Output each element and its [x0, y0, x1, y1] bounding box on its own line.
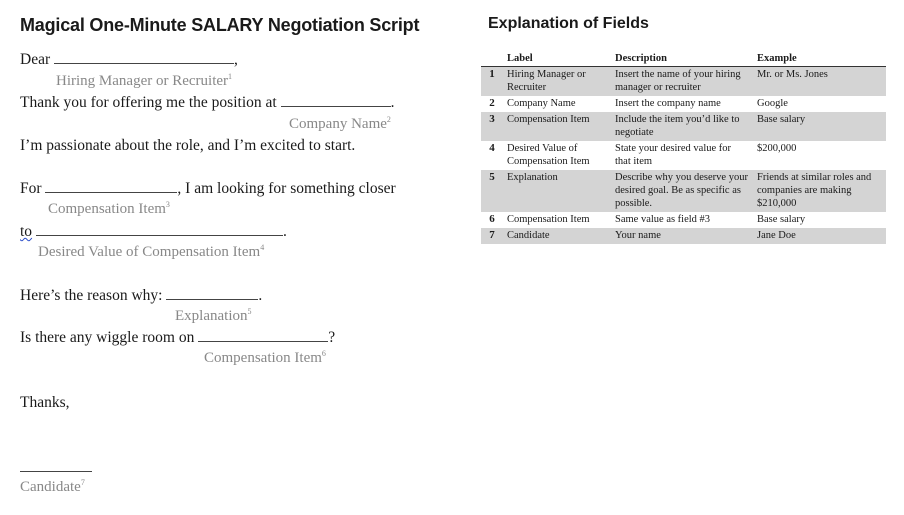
script-title: Magical One-Minute SALARY Negotiation Sc… — [20, 15, 420, 35]
candidate-label: Candidate — [20, 479, 81, 495]
fields-table: Label Description Example 1 Hiring Manag… — [481, 51, 886, 244]
row-description: Same value as field #3 — [615, 214, 711, 225]
row-description: Describe why you deserve your desired go… — [611, 170, 753, 212]
row-label: Hiring Manager or Recruiter — [503, 66, 611, 96]
table-row: 5 Explanation Describe why you deserve y… — [481, 170, 886, 212]
for-line: For , I am looking for something closer — [20, 180, 396, 198]
candidate-hint: Candidate7 — [20, 479, 85, 496]
compensation-item-blank-3[interactable] — [45, 180, 178, 193]
row-example: $200,000 — [757, 143, 797, 154]
candidate-signature-line[interactable] — [20, 471, 92, 472]
compensation-item-blank-6[interactable] — [198, 329, 329, 342]
wiggle-text: Is there any wiggle room on — [20, 329, 195, 346]
header-example: Example — [753, 51, 886, 67]
looking-text: , I am looking for something closer — [177, 180, 396, 197]
row-example: Google — [757, 98, 788, 109]
thank-you-period: . — [390, 94, 395, 111]
row-example: Mr. or Ms. Jones — [753, 66, 886, 96]
reason-text: Here’s the reason why: — [20, 287, 163, 304]
footnote-5: 5 — [247, 307, 252, 316]
hiring-manager-blank[interactable] — [54, 51, 234, 64]
compensation-item-label-3: Compensation Item — [48, 201, 166, 217]
reason-line: Here’s the reason why: . — [20, 287, 262, 305]
table-row: 7 Candidate Your name Jane Doe — [481, 228, 886, 244]
explanation-label: Explanation — [175, 308, 248, 324]
row-label: Compensation Item — [507, 214, 590, 225]
row-num: 6 — [489, 213, 495, 225]
to-text: to — [20, 223, 33, 240]
row-num: 7 — [481, 228, 503, 244]
header-num — [481, 51, 503, 67]
row-description: Your name — [611, 228, 753, 244]
reason-period: . — [258, 287, 263, 304]
company-name-hint: Company Name2 — [289, 116, 391, 133]
row-num: 1 — [481, 66, 503, 96]
thank-you-text: Thank you for offering me the position a… — [20, 94, 277, 111]
desired-value-label: Desired Value of Compensation Item — [38, 244, 261, 260]
row-num: 2 — [489, 97, 495, 109]
to-line: to . — [20, 223, 287, 241]
header-label: Label — [503, 51, 611, 67]
wiggle-line: Is there any wiggle room on ? — [20, 329, 335, 347]
row-description: Insert the company name — [615, 98, 721, 109]
footnote-1: 1 — [228, 72, 233, 81]
footnote-6: 6 — [321, 349, 326, 358]
fields-title: Explanation of Fields — [488, 15, 649, 32]
table-row: 6 Compensation Item Same value as field … — [481, 212, 886, 228]
explanation-hint: Explanation5 — [175, 308, 251, 325]
compensation-item-hint-6: Compensation Item6 — [204, 350, 326, 367]
row-example: Friends at similar roles and companies a… — [753, 170, 886, 212]
footnote-2: 2 — [386, 115, 391, 124]
row-description: Include the item you’d like to negotiate — [611, 112, 753, 141]
table-row: 2 Company Name Insert the company name G… — [481, 96, 886, 112]
row-num: 3 — [481, 112, 503, 141]
fields-header-row: Label Description Example — [481, 51, 886, 67]
to-period: . — [282, 223, 287, 240]
row-label: Desired Value of Compensation Item — [507, 143, 590, 167]
thank-you-line: Thank you for offering me the position a… — [20, 94, 394, 112]
row-example: Jane Doe — [753, 228, 886, 244]
desired-value-blank[interactable] — [35, 223, 283, 236]
compensation-item-hint-3: Compensation Item3 — [48, 201, 170, 218]
dear-line: Dear , — [20, 51, 238, 69]
row-label: Candidate — [503, 228, 611, 244]
dear-text: Dear — [20, 51, 51, 68]
hiring-manager-label: Hiring Manager or Recruiter — [56, 73, 229, 89]
desired-value-hint: Desired Value of Compensation Item4 — [38, 244, 264, 261]
footnote-7: 7 — [80, 478, 85, 487]
row-label: Explanation — [503, 170, 611, 212]
wiggle-question: ? — [328, 329, 336, 346]
compensation-item-label-6: Compensation Item — [204, 350, 322, 366]
row-description: Insert the name of your hiring manager o… — [611, 66, 753, 96]
dear-comma: , — [234, 51, 238, 68]
company-name-blank[interactable] — [280, 94, 391, 107]
row-label: Company Name — [507, 98, 576, 109]
row-label: Compensation Item — [503, 112, 611, 141]
row-description: State your desired value for that item — [615, 143, 732, 167]
for-text: For — [20, 180, 42, 197]
table-row: 3 Compensation Item Include the item you… — [481, 112, 886, 141]
row-num: 5 — [481, 170, 503, 212]
table-row: 4 Desired Value of Compensation Item Sta… — [481, 141, 886, 170]
company-name-label: Company Name — [289, 116, 387, 132]
footnote-3: 3 — [165, 200, 170, 209]
row-example: Base salary — [757, 214, 806, 225]
thanks-text: Thanks, — [20, 394, 70, 411]
row-num: 4 — [489, 142, 495, 154]
header-description: Description — [611, 51, 753, 67]
table-row: 1 Hiring Manager or Recruiter Insert the… — [481, 66, 886, 96]
footnote-4: 4 — [260, 243, 265, 252]
hiring-manager-hint: Hiring Manager or Recruiter1 — [56, 73, 232, 90]
explanation-blank[interactable] — [166, 287, 259, 300]
row-example: Base salary — [753, 112, 886, 141]
passionate-line: I’m passionate about the role, and I’m e… — [20, 137, 356, 154]
